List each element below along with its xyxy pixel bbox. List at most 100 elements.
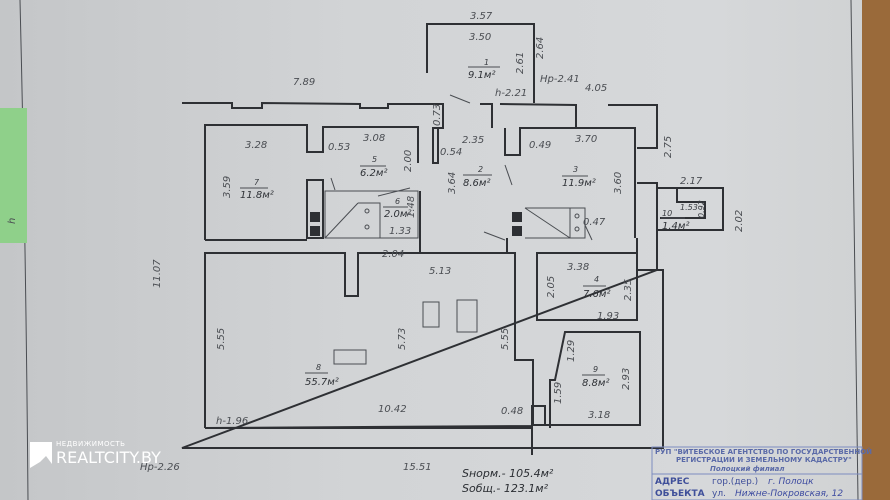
svg-text:2.64: 2.64 [535,37,546,59]
svg-text:8.6м²: 8.6м² [463,178,490,189]
room-1-label: 19.1м² [468,58,500,81]
city-value: г. Полоцк [768,477,814,487]
column [456,299,478,333]
svg-text:55.7м²: 55.7м² [305,377,339,388]
svg-text:1.59: 1.59 [553,382,564,404]
room-2-label: 2 8.6м² [463,165,492,189]
svg-text:h-1.96: h-1.96 [216,416,248,427]
room-9-label: 98.8м² [582,365,609,389]
street-prefix: ул. [712,489,726,499]
svg-text:0.73: 0.73 [432,104,443,126]
svg-text:РЕГИСТРАЦИИ И ЗЕМЕЛЬНОМУ КАДАС: РЕГИСТРАЦИИ И ЗЕМЕЛЬНОМУ КАДАСТРУ" [676,456,852,464]
vent-icon [512,226,522,236]
room-8-bottom [204,331,641,429]
room-6-label: 6 2.0м² [383,197,411,220]
svg-text:3.64: 3.64 [447,172,458,194]
svg-text:3.60: 3.60 [613,172,624,194]
svg-text:2.02: 2.02 [734,210,745,232]
norm-area-total: Sнорм.- 105.4м² [462,467,554,480]
svg-text:8.8м²: 8.8м² [582,378,609,389]
svg-text:0.54: 0.54 [440,147,462,158]
vent-icon [310,226,320,236]
room-4-label: 4 7.6м² [583,275,610,300]
street-value: Нижне-Покровская, 12 [735,489,843,499]
room-3-fixtures [524,207,586,239]
room-8-label: 855.7м² [305,363,339,388]
svg-text:2.93: 2.93 [621,368,632,390]
svg-text:0.48: 0.48 [501,406,523,417]
svg-text:2.05: 2.05 [546,276,557,298]
svg-text:1.48: 1.48 [406,196,417,218]
room-8-wall [204,252,546,455]
room-5-label: 5 6.2м² [360,155,387,179]
address-label: АДРЕС [655,477,690,487]
svg-text:15.51: 15.51 [403,462,432,473]
room-labels: 19.1м² 2 8.6м² 3 11.9м² 4 7.6м² 5 6.2м² 6 2.0… [240,58,689,389]
svg-text:3.50: 3.50 [469,32,491,43]
svg-text:2.61: 2.61 [515,52,526,74]
vent-icon [512,212,522,222]
svg-text:0.53: 0.53 [328,142,350,153]
room-4-wall [536,252,638,321]
room-7-wall [204,124,419,240]
svg-text:0.49: 0.49 [529,140,551,151]
room-10-wall [657,187,724,231]
svg-text:2.00: 2.00 [403,150,414,172]
svg-text:5.55: 5.55 [500,328,511,350]
svg-text:3.38: 3.38 [567,262,589,273]
svg-text:6: 6 [395,197,400,206]
svg-text:11.9м²: 11.9м² [562,178,596,189]
svg-text:2.35: 2.35 [462,135,484,146]
svg-text:2.0м²: 2.0м² [384,209,411,220]
realtcity-watermark: НЕДВИЖИМОСТЬ REALTCITY.BY [30,440,161,468]
cadastre-stamp: РУП "ВИТЕБСКОЕ АГЕНТСТВО ПО ГОСУДАРСТВЕН… [651,446,872,500]
svg-text:Нр-2.26: Нр-2.26 [140,462,180,473]
svg-text:1.93: 1.93 [597,311,619,322]
kitchen-block [324,190,419,239]
svg-text:4: 4 [594,275,599,284]
svg-text:1.33: 1.33 [389,226,411,237]
object-label: ОБЪЕКТА [655,489,705,499]
svg-text:3.28: 3.28 [245,140,267,151]
svg-text:5: 5 [372,155,377,164]
svg-text:2: 2 [478,165,483,174]
svg-text:10.42: 10.42 [378,404,407,415]
svg-text:0.92: 0.92 [697,200,706,218]
svg-text:1.29: 1.29 [566,340,577,362]
svg-text:5.55: 5.55 [216,328,227,350]
svg-text:3: 3 [573,165,578,174]
vent-icon [310,212,320,222]
svg-text:Нр-2.41: Нр-2.41 [540,74,580,85]
svg-text:4.05: 4.05 [585,83,607,94]
margin-note: h [7,218,18,224]
svg-text:3.59: 3.59 [222,176,233,198]
svg-text:10: 10 [662,209,672,218]
svg-text:3.70: 3.70 [575,134,597,145]
paper-edge [850,0,859,500]
svg-text:2.04: 2.04 [382,249,404,260]
sticky-note [0,108,27,243]
svg-text:6.2м²: 6.2м² [360,168,387,179]
svg-text:7.6м²: 7.6м² [583,289,610,300]
svg-text:11.07: 11.07 [152,259,163,288]
column [422,301,440,328]
svg-text:5.13: 5.13 [429,266,451,277]
svg-text:h-2.21: h-2.21 [495,88,527,99]
svg-text:Полоцкий филиал: Полоцкий филиал [710,465,785,473]
outer-wall [181,101,664,449]
room-3-label: 3 11.9м² [562,165,596,189]
svg-text:9.1м²: 9.1м² [468,70,495,81]
svg-text:3.08: 3.08 [363,133,385,144]
svg-text:1.53: 1.53 [680,203,698,212]
svg-text:7: 7 [254,178,260,187]
svg-text:РУП "ВИТЕБСКОЕ АГЕНТСТВО ПО ГО: РУП "ВИТЕБСКОЕ АГЕНТСТВО ПО ГОСУДАРСТВЕН… [655,447,872,456]
corridor-wall [419,127,636,254]
dimension-labels: 3.57 3.50 2.64 2.61 7.89 Нр-2.41 4.05 h-… [140,11,745,473]
svg-text:3.57: 3.57 [470,11,493,22]
door [330,94,593,241]
building-logo-icon [30,442,52,468]
paper-edge [19,0,29,500]
svg-text:11.8м²: 11.8м² [240,190,274,201]
